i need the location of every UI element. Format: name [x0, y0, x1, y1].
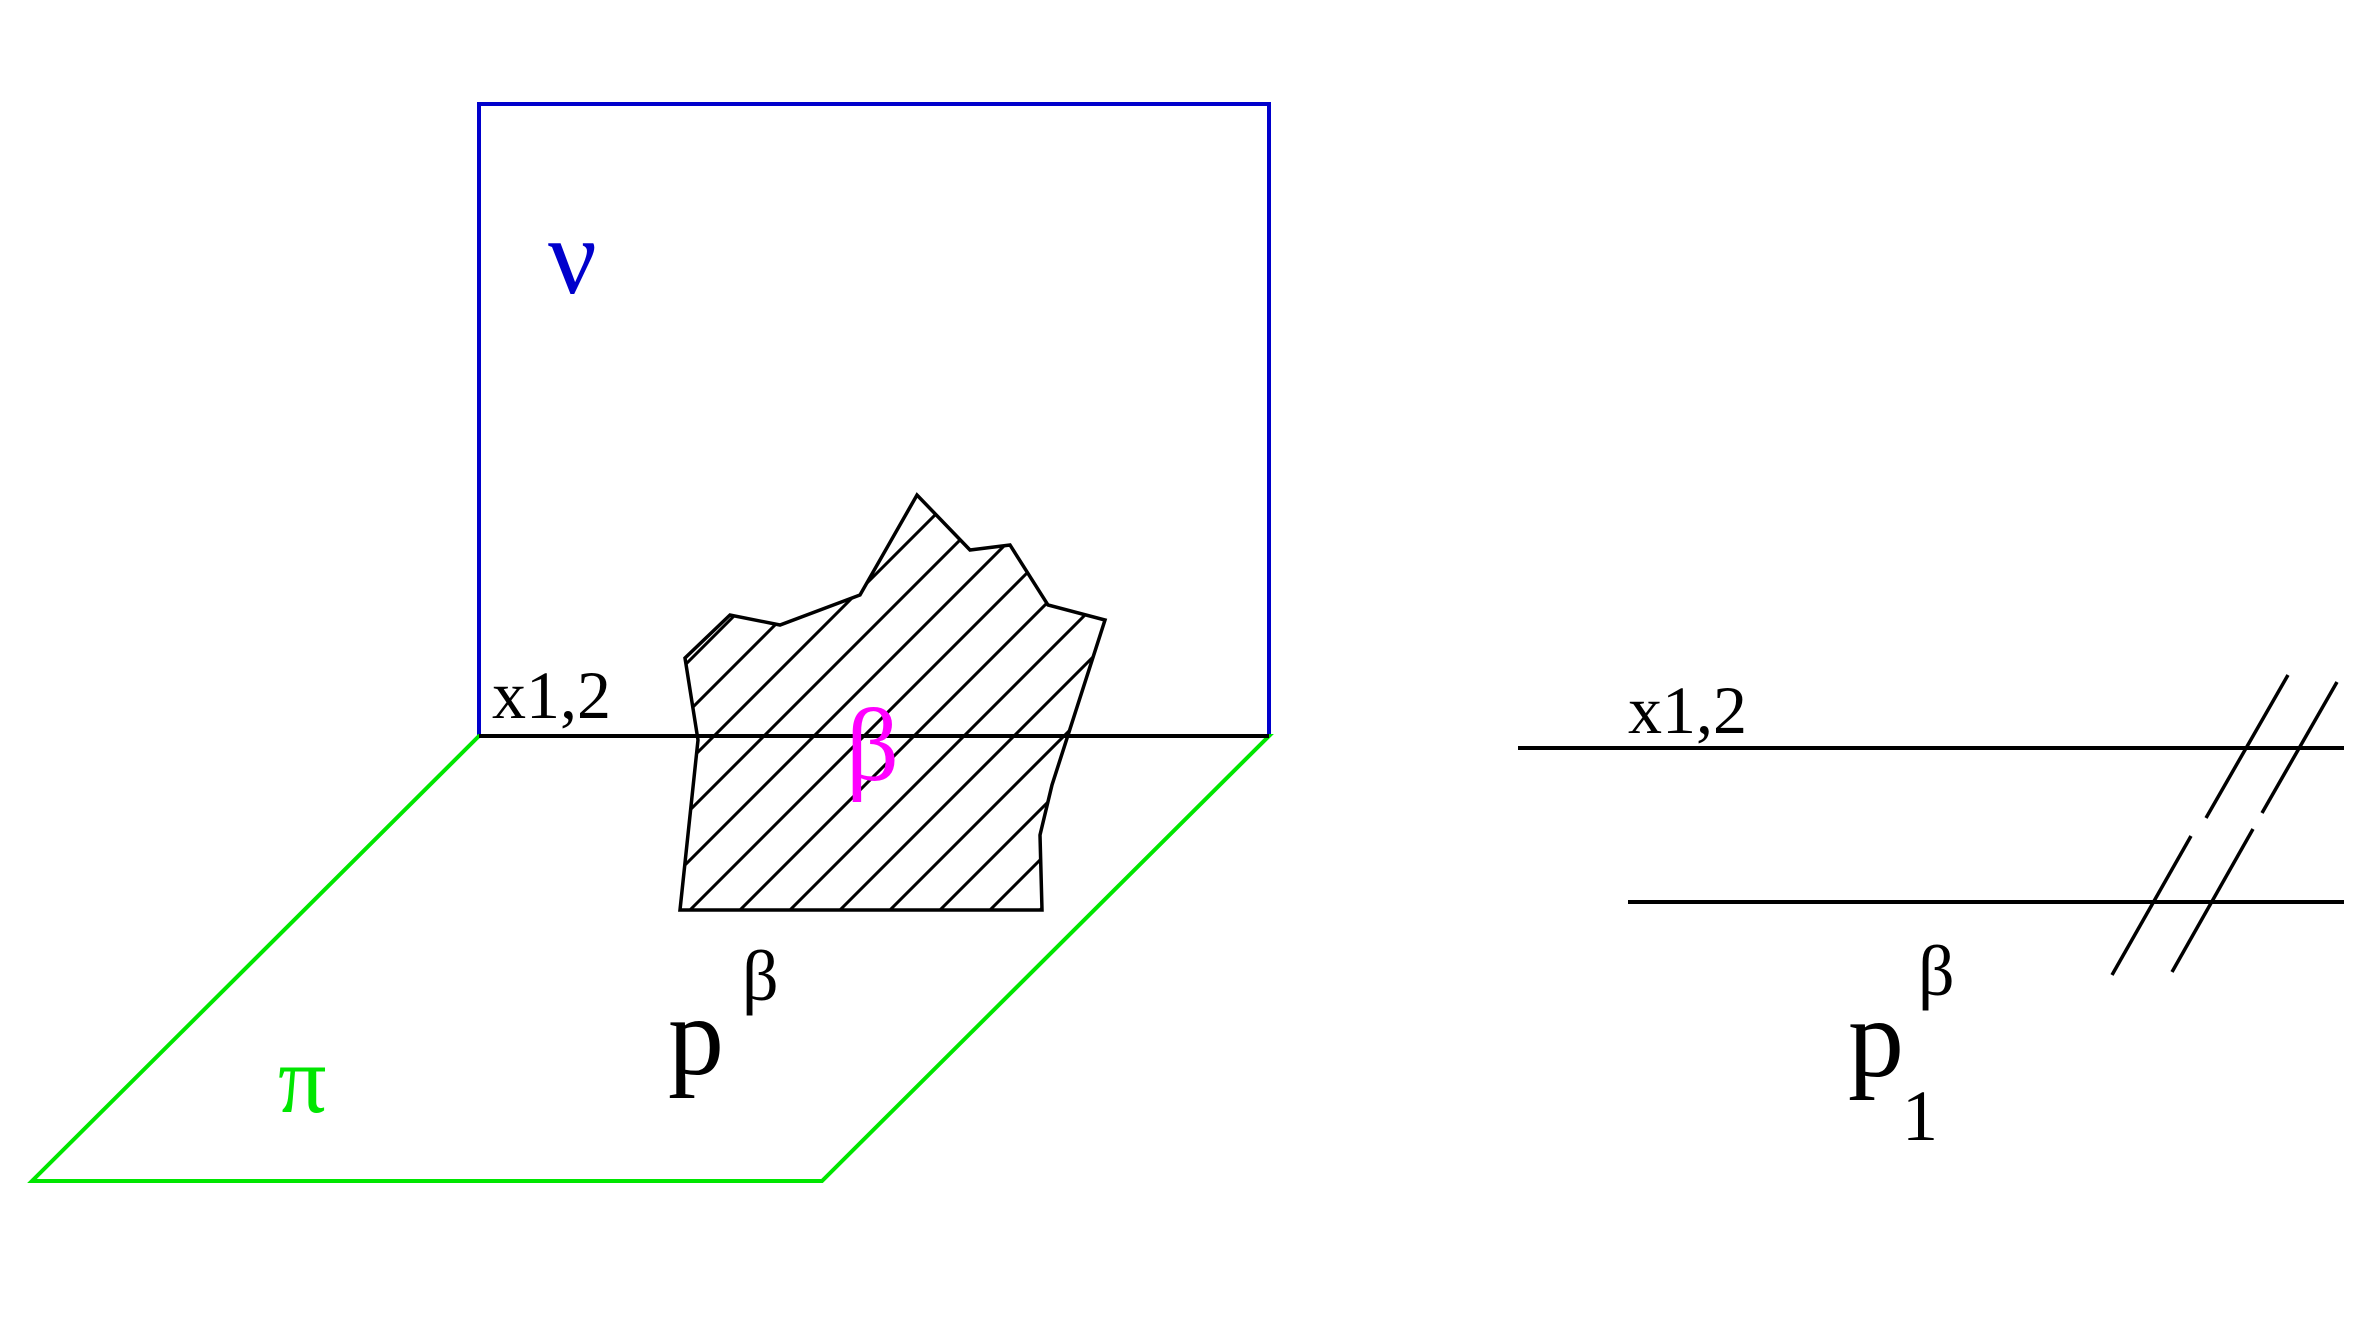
hatch-line	[998, 495, 1105, 910]
hatch-line	[1250, 400, 1850, 1000]
hatch-line	[1098, 495, 1105, 910]
hatch-line	[680, 495, 1105, 910]
parallel-marks	[2110, 674, 2339, 976]
vertical-plane-label: ν	[548, 198, 597, 317]
trace-label-left-superscript: β	[742, 936, 779, 1016]
shape-beta-outline	[678, 492, 1108, 912]
horizontal-plane-label: π	[278, 1026, 326, 1133]
trace-label-right-subscript: 1	[1902, 1076, 1938, 1156]
hatch-line	[698, 495, 1105, 910]
hatch-line	[748, 495, 1105, 910]
hatch-line	[848, 495, 1105, 910]
hatch-line	[680, 495, 752, 910]
horizontal-plane-outline	[27, 734, 1274, 1183]
axis-label-left: x1,2	[492, 657, 611, 733]
shape-label: β	[846, 688, 899, 803]
trace-label-right-base: p	[1848, 977, 1904, 1101]
hatch-line	[898, 495, 1105, 910]
axis-label-right: x1,2	[1628, 672, 1747, 748]
hatch-line	[1048, 495, 1105, 910]
trace-label-right-superscript: β	[1918, 931, 1955, 1011]
trace-label-left-base: p	[668, 975, 724, 1099]
vertical-plane-outline	[477, 102, 1271, 736]
